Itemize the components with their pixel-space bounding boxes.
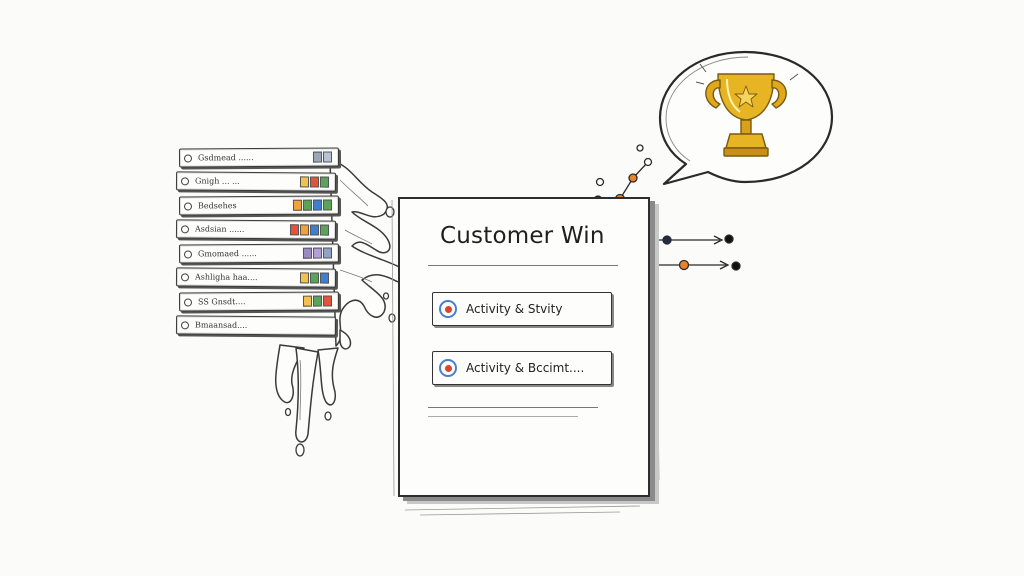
color-badges — [299, 272, 330, 284]
stack-item[interactable]: Bedsehes — [178, 195, 340, 216]
circle-icon — [183, 297, 193, 307]
stack-item[interactable]: Gmomaed ...... — [178, 243, 340, 264]
color-badges — [292, 199, 333, 211]
circle-icon — [183, 201, 193, 211]
color-badge — [319, 224, 330, 236]
circle-icon — [183, 249, 193, 259]
divider — [428, 416, 578, 417]
color-badge — [312, 151, 323, 163]
color-badge — [309, 224, 320, 236]
stack-item-label: Asdsian ...... — [194, 224, 245, 234]
color-badge — [322, 151, 333, 163]
divider — [428, 265, 618, 266]
trophy-icon — [705, 73, 787, 157]
color-badge — [322, 247, 333, 259]
circle-icon — [180, 176, 190, 185]
color-badge — [319, 272, 330, 284]
color-badges — [302, 247, 333, 259]
color-badge — [319, 176, 330, 188]
divider — [428, 407, 598, 408]
stack-item[interactable]: Bmaansad.... — [175, 315, 337, 336]
stack-item[interactable]: Gnigh ... ... — [175, 171, 337, 192]
color-badges — [312, 151, 333, 163]
liquid-splash — [275, 159, 411, 443]
stack-item-label: Gsdmead ...... — [197, 153, 254, 163]
stack-item-label: Bmaansad.... — [194, 320, 248, 330]
card-title: Customer Win — [440, 223, 605, 249]
color-badges — [289, 224, 330, 236]
bubble-connector — [593, 144, 653, 205]
color-badges — [299, 176, 330, 188]
stack-item[interactable]: Ashligha haa.... — [175, 267, 337, 288]
stack-item[interactable]: Asdsian ...... — [175, 219, 337, 240]
activity-row-label: Activity & Stvity — [466, 302, 563, 316]
stack-item-label: Ashligha haa.... — [194, 272, 258, 283]
color-badge — [312, 247, 323, 259]
color-badge — [299, 224, 310, 236]
color-badge — [299, 272, 310, 284]
customer-win-card: Customer Win Activity & Stvity Activity … — [398, 197, 650, 497]
color-badge — [309, 176, 320, 188]
stack-item-label: Bedsehes — [197, 201, 237, 211]
circle-icon — [180, 320, 190, 329]
color-badge — [312, 295, 323, 307]
color-badge — [312, 199, 323, 211]
target-icon — [439, 359, 457, 377]
stack-item[interactable]: SS Gnsdt.... — [178, 291, 340, 312]
color-badge — [289, 224, 300, 236]
circle-icon — [180, 224, 190, 233]
color-badge — [292, 199, 303, 211]
activity-row-2[interactable]: Activity & Bccimt.... — [432, 351, 612, 385]
stack-item-label: Gnigh ... ... — [194, 176, 240, 186]
stack-item-label: Gmomaed ...... — [197, 249, 257, 259]
color-badge — [322, 199, 333, 211]
circle-icon — [180, 272, 190, 281]
color-badge — [302, 247, 313, 259]
activity-row-label: Activity & Bccimt.... — [466, 361, 585, 375]
stack-item-label: SS Gnsdt.... — [197, 297, 246, 307]
color-badge — [302, 295, 313, 307]
activity-row-1[interactable]: Activity & Stvity — [432, 292, 612, 326]
stack-item[interactable]: Gsdmead ...... — [178, 147, 340, 168]
color-badge — [322, 295, 333, 307]
color-badge — [299, 176, 310, 188]
color-badge — [309, 272, 320, 284]
target-icon — [439, 300, 457, 318]
circle-icon — [183, 153, 193, 163]
color-badge — [302, 199, 313, 211]
color-badges — [302, 295, 333, 307]
